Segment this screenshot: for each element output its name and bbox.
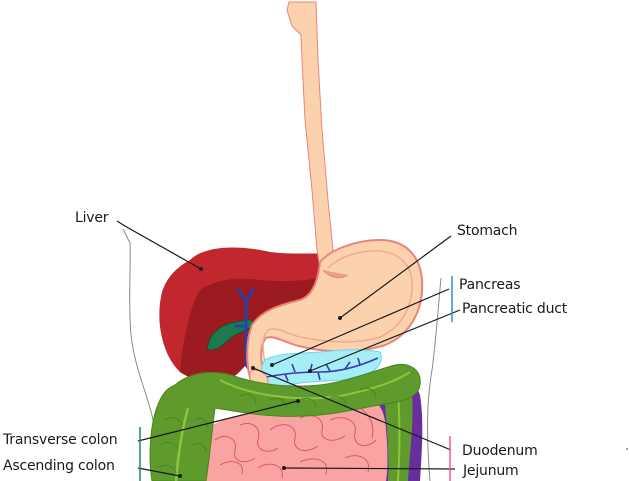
pancreas-leader	[271, 288, 450, 366]
ascending-colon-leader	[137, 467, 181, 477]
label-transverse-colon: Transverse colon	[3, 432, 118, 448]
transverse-colon-leader	[137, 400, 299, 442]
label-liver: Liver	[75, 210, 109, 226]
label-pancreas: Pancreas	[459, 277, 521, 293]
pancreatic-duct	[261, 357, 379, 382]
stray-mark	[626, 448, 628, 450]
duodenum-leader	[252, 367, 452, 451]
leader-dots	[178, 267, 342, 478]
stomach-leader	[339, 235, 452, 319]
liver-leader	[116, 220, 202, 270]
jejunum-leader	[283, 467, 456, 470]
leader-lines	[116, 220, 461, 477]
label-duodenum: Duodenum	[462, 443, 538, 459]
label-pancreatic-duct: Pancreatic duct	[462, 301, 568, 317]
esophagus	[286, 1, 334, 270]
label-ascending-colon: Ascending colon	[3, 458, 115, 474]
label-stomach: Stomach	[457, 223, 518, 239]
label-jejunum: Jejunum	[463, 463, 519, 479]
colon	[149, 363, 421, 481]
small-intestine	[203, 399, 388, 481]
pancreatic-duct-leader	[309, 309, 461, 372]
